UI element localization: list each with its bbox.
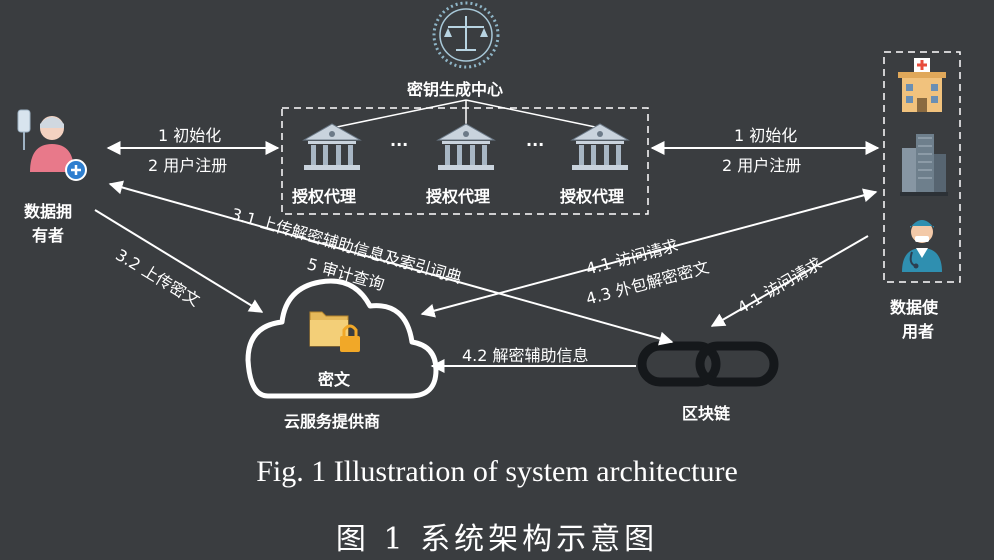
padlock-folder-icon bbox=[309, 311, 360, 352]
data-user-label-line2: 用者 bbox=[902, 322, 935, 341]
owner-register-label: 2 用户注册 bbox=[148, 156, 228, 175]
figure-caption-cn: 图 1 系统架构示意图 bbox=[335, 522, 659, 557]
user-register-label: 2 用户注册 bbox=[722, 156, 802, 175]
data-user-group bbox=[883, 51, 961, 283]
blockchain-label: 区块链 bbox=[682, 404, 731, 423]
ciphertext-label: 密文 bbox=[318, 370, 351, 389]
access-request-right-arrow bbox=[710, 235, 869, 327]
data-owner-label-line1: 数据拥 bbox=[24, 202, 73, 221]
decrypt-aux-label: 4.2 解密辅助信息 bbox=[462, 346, 589, 365]
kgc-label: 密钥生成中心 bbox=[407, 80, 504, 99]
data-owner-label-line2: 有者 bbox=[32, 226, 65, 245]
bank-building-icon bbox=[570, 123, 630, 170]
bank-building-icon bbox=[436, 123, 496, 170]
hospital-icon bbox=[898, 58, 946, 112]
access-request-left-arrow bbox=[420, 188, 878, 318]
office-tower-icon bbox=[900, 134, 948, 196]
user-init-label: 1 初始化 bbox=[734, 126, 798, 145]
ellipsis-right: ··· bbox=[526, 135, 545, 154]
data-user-label-line1: 数据使 bbox=[890, 298, 939, 317]
kgc-to-proxies-lines bbox=[331, 99, 601, 129]
proxy-label: 授权代理 bbox=[560, 187, 625, 206]
proxy-label: 授权代理 bbox=[292, 187, 357, 206]
cloud-provider-label: 云服务提供商 bbox=[284, 412, 381, 431]
patient-icon bbox=[17, 109, 87, 181]
chain-link-icon bbox=[637, 341, 779, 387]
ellipsis-left: ··· bbox=[390, 135, 409, 154]
figure-caption-en: Fig. 1 Illustration of system architectu… bbox=[256, 455, 738, 488]
doctor-icon bbox=[902, 220, 942, 272]
bank-building-icon bbox=[302, 123, 362, 170]
proxy-label: 授权代理 bbox=[426, 187, 491, 206]
scales-of-justice-seal-icon bbox=[432, 1, 500, 69]
flow-arrows bbox=[94, 141, 880, 373]
owner-init-label: 1 初始化 bbox=[158, 126, 222, 145]
